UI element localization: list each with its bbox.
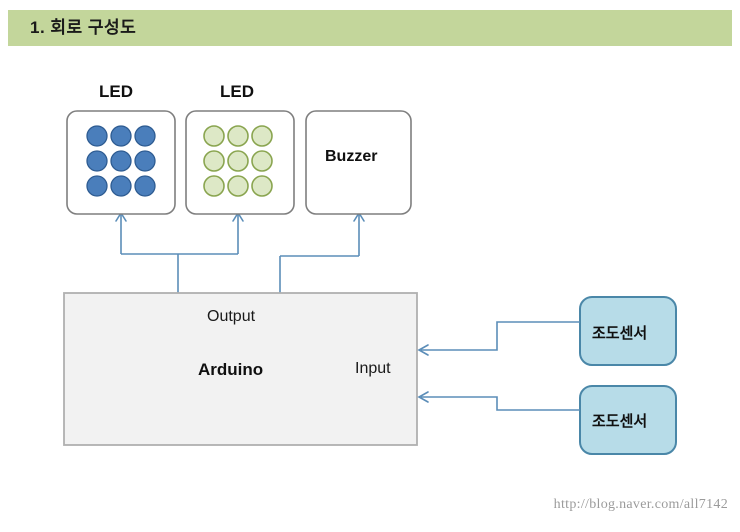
buzzer-label: Buzzer xyxy=(325,148,378,165)
buzzer-box xyxy=(305,110,412,215)
led-blue-circle-grid xyxy=(86,125,156,197)
arduino-output-port-label: Output xyxy=(207,308,256,325)
arrowheads-input xyxy=(417,344,429,403)
sensor-1-box xyxy=(579,296,677,366)
arrowhead-input-top xyxy=(417,344,429,356)
header-band xyxy=(8,10,732,46)
led-green-caption: LED xyxy=(220,82,254,101)
arduino-box xyxy=(63,292,418,446)
sensor-2-label: 조도센서 xyxy=(592,413,648,430)
connector-sensor2-to-input xyxy=(421,396,580,411)
led-green-box xyxy=(185,110,295,215)
sensor-2-box xyxy=(579,385,677,455)
sensor-1-box-frame xyxy=(579,296,677,366)
arduino-title: Arduino xyxy=(198,360,264,379)
led-green-circle-grid xyxy=(203,125,273,197)
connector-output-group xyxy=(120,214,360,293)
led-blue-caption: LED xyxy=(99,82,133,101)
sensor-1-label: 조도센서 xyxy=(592,325,648,342)
arduino-box-frame xyxy=(63,292,418,446)
connector-sensor1-to-input xyxy=(421,321,580,351)
sensor-2-box-frame xyxy=(579,385,677,455)
page-title: 1. 회로 구성도 xyxy=(30,18,137,37)
led-blue-box xyxy=(66,110,176,215)
source-url: http://blog.naver.com/all7142 xyxy=(553,497,728,512)
connector-input-group xyxy=(421,321,580,411)
arrowhead-input-bottom xyxy=(417,391,429,403)
buzzer-box-frame xyxy=(305,110,412,215)
arduino-input-port-label: Input xyxy=(355,360,391,377)
